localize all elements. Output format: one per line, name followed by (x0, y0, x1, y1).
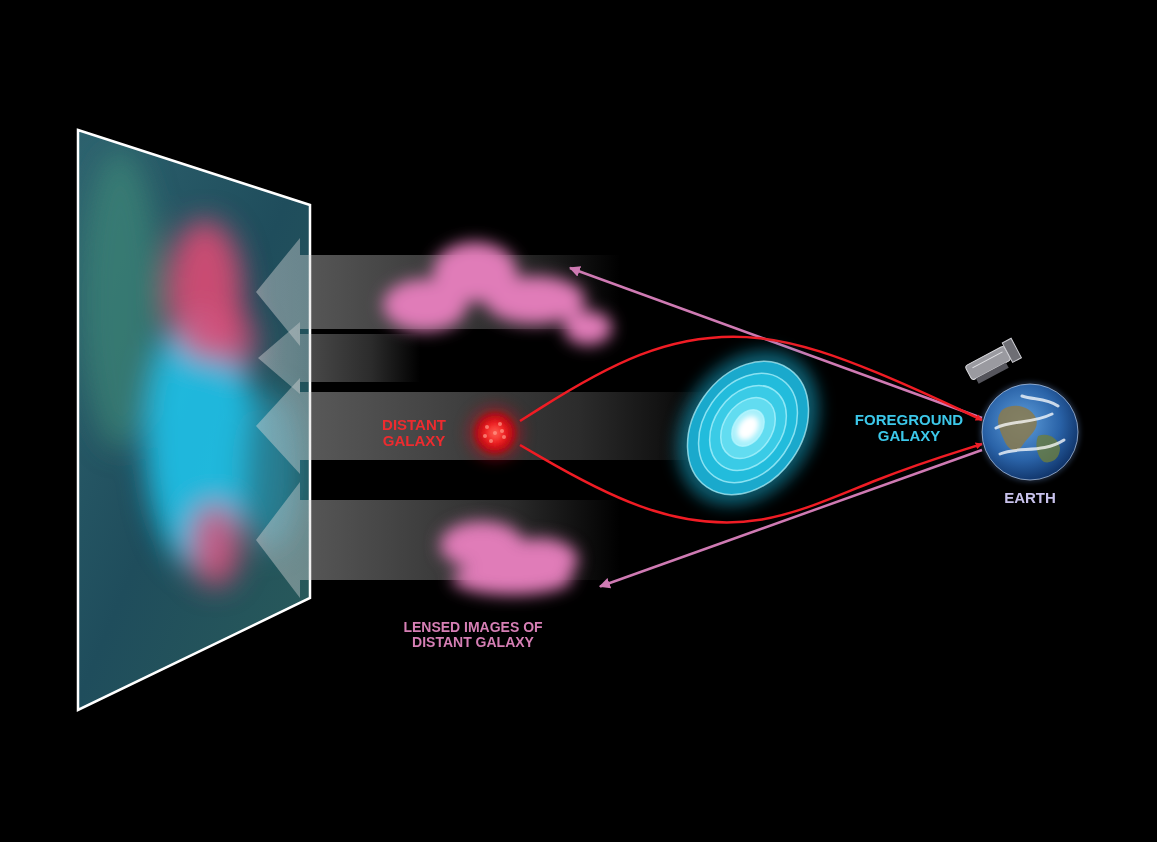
foreground-part (725, 404, 771, 453)
projection-arrow (258, 322, 420, 394)
satellite-detail (972, 352, 1002, 368)
node-label: EARTH (982, 490, 1078, 506)
lensed-image-outline (420, 505, 600, 600)
distant-galaxy: DISTANT GALAXY (470, 408, 520, 458)
foreground-part (662, 338, 833, 518)
earth: EARTH (982, 384, 1078, 480)
distant-part (489, 439, 493, 443)
distant-part (500, 429, 504, 433)
distant-part (474, 412, 516, 454)
distant-part (485, 425, 489, 429)
lensed-blob (564, 311, 612, 345)
foreground-galaxy-outline (683, 353, 813, 503)
pink-blob (213, 310, 257, 370)
projection-arrow (256, 378, 720, 474)
projection-arrow (256, 238, 620, 346)
lensed-image (383, 242, 612, 345)
foreground-part (678, 354, 818, 501)
distant-part (502, 435, 506, 439)
panel-blobs (80, 150, 300, 587)
distant-part (483, 434, 487, 438)
earth-part (982, 384, 1078, 480)
foreground-shape (647, 322, 848, 533)
earth-part (996, 396, 1064, 454)
projection-arrow (256, 482, 620, 598)
projection-arrows (256, 238, 720, 598)
satellite-panel (976, 363, 1009, 384)
distant-shape (469, 407, 521, 459)
earth-part (982, 384, 1078, 480)
node-label: LENSED IMAGES OF DISTANT GALAXY (383, 620, 563, 650)
satellite-icon (963, 338, 1022, 385)
earth-shape (980, 382, 1080, 482)
earth-outline (982, 384, 1078, 480)
foreground-galaxy: FOREGROUND GALAXY (683, 353, 813, 503)
pink-blob (189, 503, 241, 587)
distant-part (469, 407, 521, 459)
satellite-shield (1002, 338, 1021, 362)
foreground-part (733, 412, 763, 444)
foreground-part (647, 322, 848, 533)
foreground-part (694, 371, 802, 485)
foreground-part (647, 322, 848, 533)
node-label: DISTANT GALAXY (372, 417, 456, 449)
lensed-shape (440, 521, 578, 595)
lensed-image: LENSED IMAGES OF DISTANT GALAXY (420, 505, 600, 600)
distant-part (493, 431, 497, 435)
distant-galaxy-outline (470, 408, 520, 458)
earth-part (998, 406, 1037, 450)
earth-part (980, 382, 1080, 482)
foreground-part (709, 387, 786, 469)
lensed-part (452, 563, 572, 595)
distant-part (498, 422, 502, 426)
node-label: FOREGROUND GALAXY (853, 412, 965, 444)
lensed-part (440, 521, 578, 595)
